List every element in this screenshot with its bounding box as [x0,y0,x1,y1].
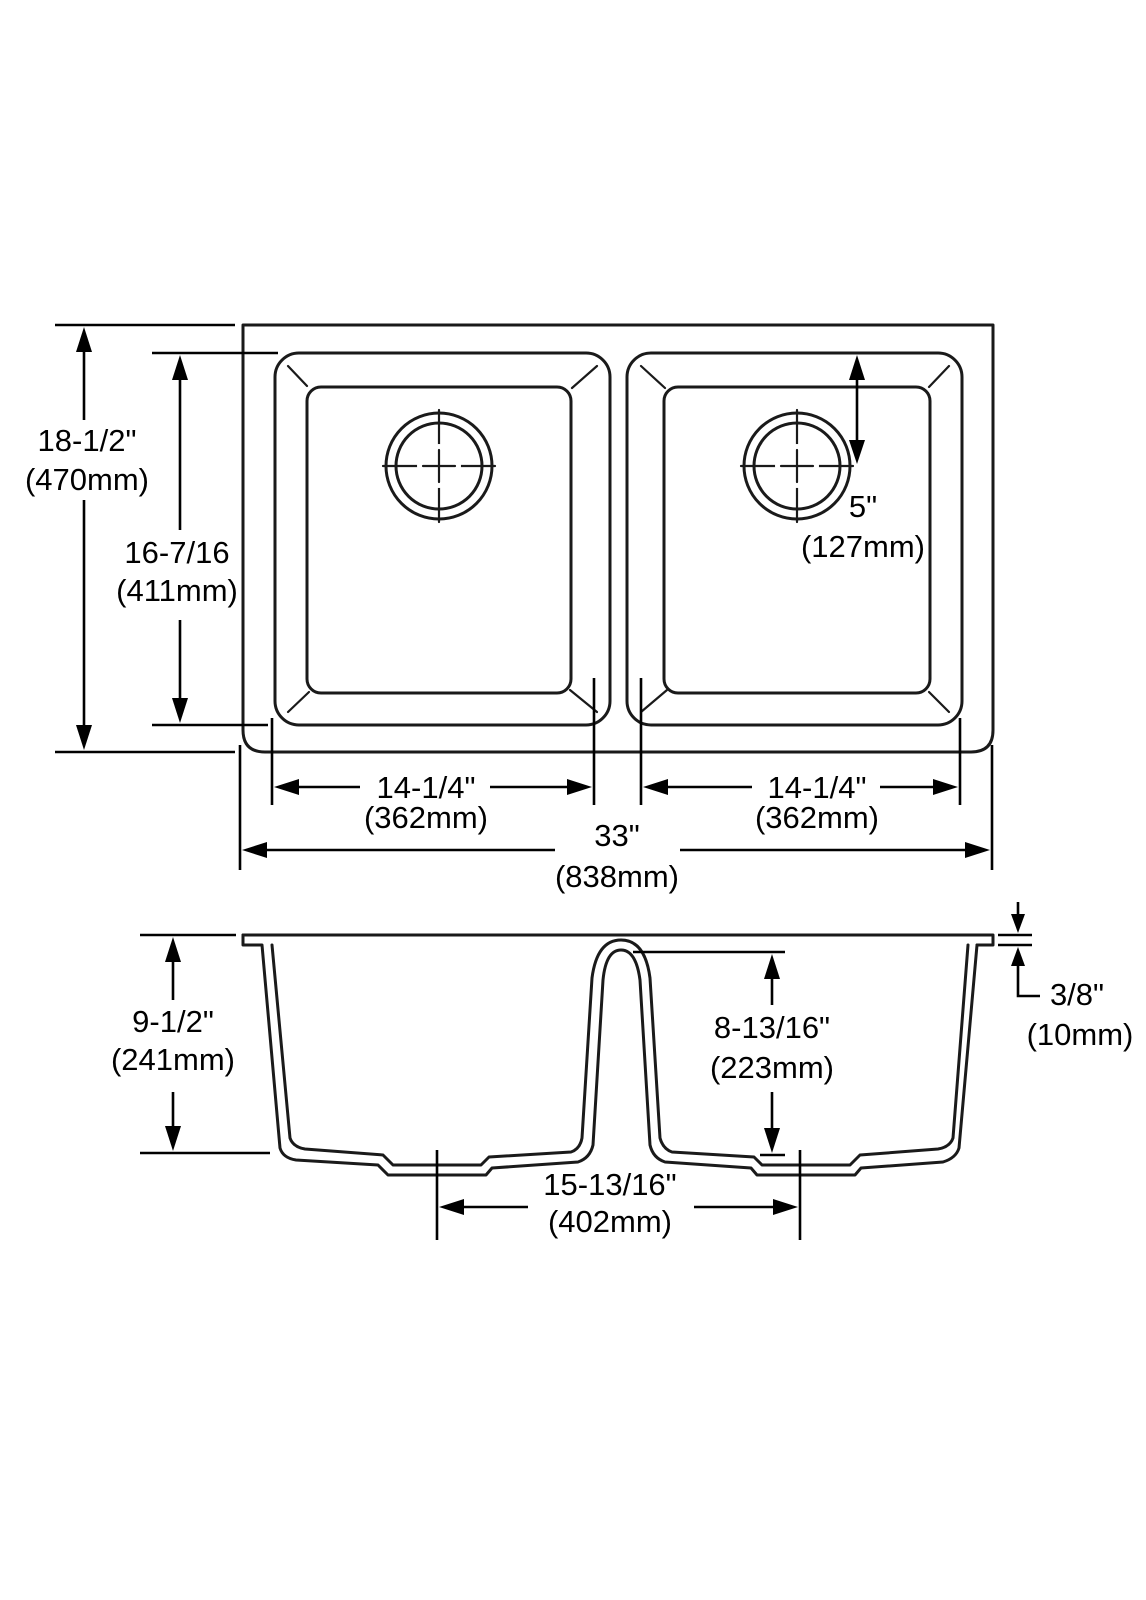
right-bowl-corner-line [639,364,667,390]
divider-depth-inch-label: 8-13/16" [714,1010,830,1045]
top-view: 18-1/2" (470mm) 16-7/16 (411mm) 5" (127m… [25,323,995,894]
flange-thickness-inch-label: 3/8" [1050,977,1104,1012]
left-bowl-corner-line [286,364,309,388]
sink-section-flange-left [241,933,260,947]
overall-width-inch-label: 18-1/2" [38,423,137,458]
right-bowl-corner-line [927,690,951,714]
drain-offset-mm-label: (127mm) [801,529,925,564]
dimension-drain-offset: 5" (127mm) [801,355,925,564]
left-bowl-length-mm-label: (362mm) [364,800,488,835]
overall-depth-mm-label: (241mm) [111,1042,235,1077]
dimension-right-bowl-length: 14-1/4" (362mm) [643,770,958,835]
left-bowl-length-inch-label: 14-1/4" [377,770,476,805]
dimension-flange-thickness: 3/8" (10mm) [998,902,1133,1052]
section-view: 9-1/2" (241mm) 8-13/16" (223mm) 3/8" (10… [111,902,1133,1240]
right-bowl-corner-line [639,688,669,714]
sink-section-outer-profile [256,943,979,1177]
divider-depth-mm-label: (223mm) [710,1050,834,1085]
left-drain-icon [381,408,497,524]
right-bowl-corner-line [927,364,951,389]
dimension-drain-spacing: 15-13/16" (402mm) [435,1150,802,1240]
drain-offset-inch-label: 5" [849,489,877,524]
sink-section-inner-profile [270,938,970,1167]
left-bowl-corner-line [286,690,311,714]
dimension-overall-depth: 9-1/2" (241mm) [111,933,270,1155]
drain-spacing-inch-label: 15-13/16" [543,1167,676,1202]
overall-length-mm-label: (838mm) [555,859,679,894]
dimension-overall-width: 18-1/2" (470mm) [25,323,235,754]
left-bowl-rim [273,351,612,727]
overall-length-inch-label: 33" [594,818,640,853]
drain-spacing-mm-label: (402mm) [548,1204,672,1239]
sink-outer-rim [241,323,995,754]
overall-depth-inch-label: 9-1/2" [132,1004,214,1039]
dimension-overall-length: 33" (838mm) [242,818,990,894]
dimension-left-bowl-length: 14-1/4" (362mm) [274,770,592,835]
right-bowl-rim [625,351,964,727]
bowl-width-mm-label: (411mm) [116,573,238,608]
right-drain-icon [739,408,855,524]
left-bowl-corner-line [568,688,599,714]
sink-section-flange [241,933,995,947]
right-bowl-length-inch-label: 14-1/4" [768,770,867,805]
right-bowl-length-mm-label: (362mm) [755,800,879,835]
right-bowl-floor [662,385,932,695]
dimension-bowl-width: 16-7/16 (411mm) [116,351,278,727]
left-bowl-floor [305,385,573,695]
flange-thickness-mm-label: (10mm) [1027,1017,1134,1052]
overall-width-mm-label: (470mm) [25,462,149,497]
dimension-divider-depth: 8-13/16" (223mm) [633,950,834,1157]
bowl-width-inch-label: 16-7/16 [124,535,229,570]
left-bowl-corner-line [570,364,599,390]
